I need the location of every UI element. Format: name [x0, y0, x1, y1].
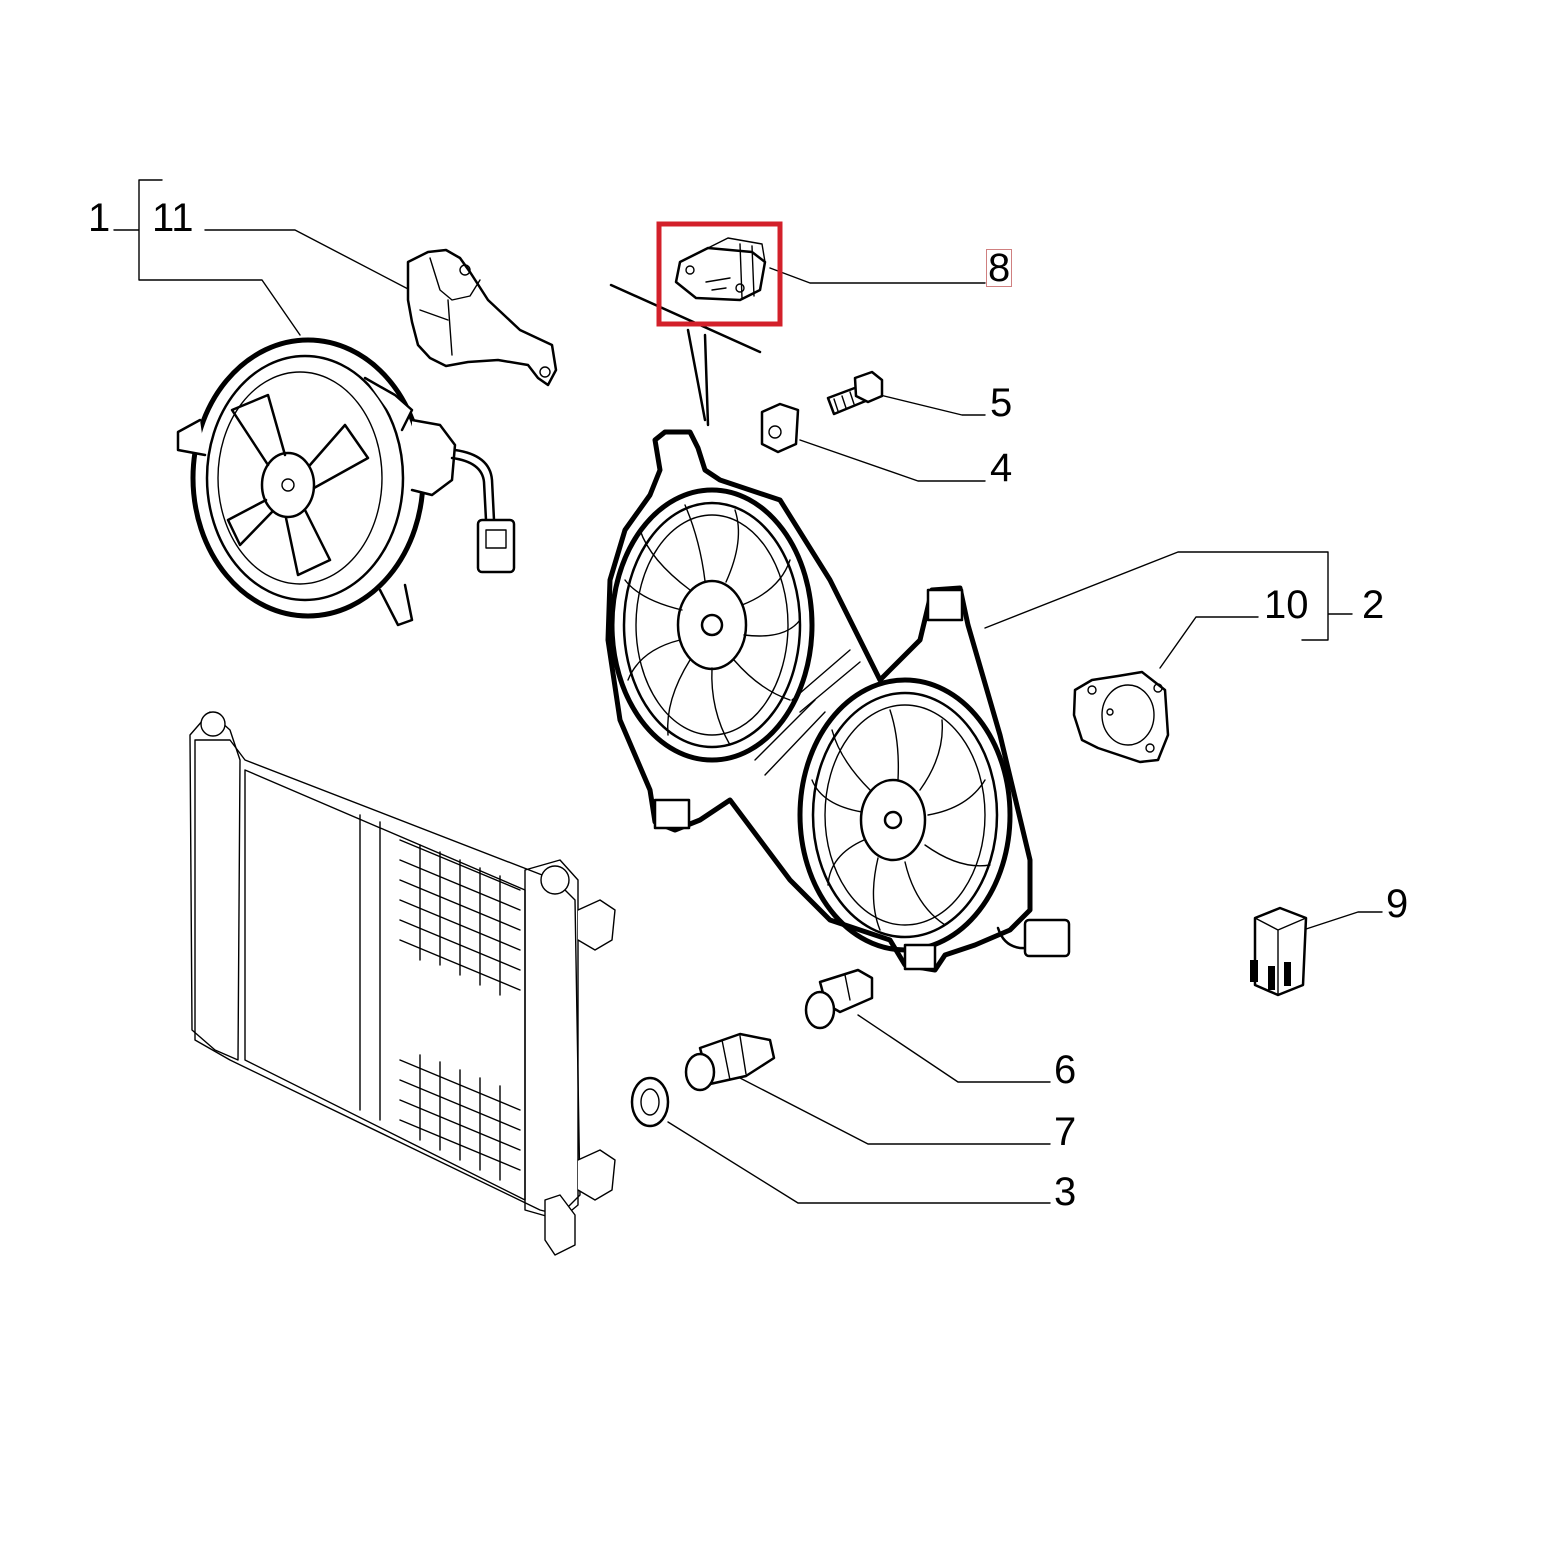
callout-7[interactable]: 7 — [1054, 1110, 1077, 1154]
callout-5[interactable]: 5 — [990, 381, 1013, 425]
callout-4[interactable]: 4 — [990, 446, 1013, 490]
callout-11[interactable]: 11 — [152, 196, 194, 240]
part-4-clip — [760, 402, 800, 454]
leader-lines — [113, 179, 1383, 1204]
part-1-fan-assembly — [176, 337, 516, 627]
part-6-sensor — [804, 968, 874, 1030]
callout-9[interactable]: 9 — [1386, 882, 1409, 926]
part-8-resistor — [674, 237, 767, 302]
callout-3[interactable]: 3 — [1054, 1170, 1077, 1214]
callout-2[interactable]: 2 — [1362, 583, 1385, 627]
part-5-screw — [826, 370, 884, 416]
part-11-bracket — [406, 248, 558, 387]
part-9-relay — [1250, 906, 1308, 997]
callout-10[interactable]: 10 — [1264, 583, 1309, 627]
callout-1[interactable]: 1 — [88, 196, 111, 240]
part-10-plate — [1072, 670, 1170, 764]
part-2-dual-fan-shroud — [605, 429, 1071, 973]
radiator — [189, 711, 616, 1256]
callout-6[interactable]: 6 — [1054, 1048, 1077, 1092]
callout-8[interactable]: 8 — [985, 246, 1013, 290]
part-3-washer — [630, 1076, 670, 1128]
part-7-switch — [684, 1032, 776, 1092]
highlight-box — [656, 221, 783, 327]
